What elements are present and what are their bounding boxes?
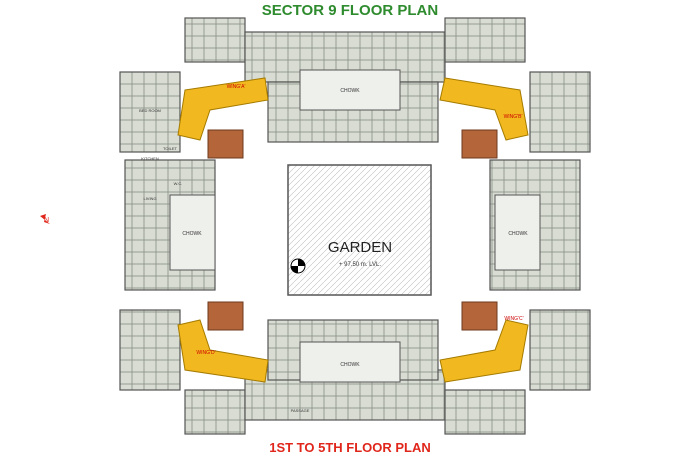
chowk-top [299, 69, 401, 111]
chowk-label-top: CHOWK [340, 88, 360, 94]
chowk-left [169, 194, 216, 271]
garden-level: + 97.50 m. LVL. [339, 262, 381, 268]
garden-label: GARDEN [328, 239, 392, 256]
wing-corridors [177, 77, 529, 383]
room-label-bed: BED ROOM [139, 108, 161, 113]
chowk-label-left: CHOWK [182, 231, 202, 237]
garden [287, 164, 432, 296]
page-subtitle: 1ST TO 5TH FLOOR PLAN [269, 440, 431, 455]
wing-d-label: WING'D' [196, 350, 215, 356]
chowk-label-right: CHOWK [508, 231, 528, 237]
wing-a-label: WING'A' [227, 84, 246, 90]
room-label-living: LIVING [143, 196, 156, 201]
right-block [489, 71, 591, 391]
chowk-label-bottom: CHOWK [340, 362, 360, 368]
top-block [184, 17, 526, 143]
svg-text:N: N [44, 217, 49, 224]
room-label-passage: PASSAGE [291, 408, 310, 413]
wing-b-label: WING'B' [504, 114, 523, 120]
page-title: SECTOR 9 FLOOR PLAN [261, 2, 439, 19]
room-label-wc: W.C. [174, 181, 183, 186]
chowk-bottom [299, 341, 401, 383]
north-arrow-icon: N [38, 208, 50, 224]
room-label-toilet: TOILET [163, 146, 177, 151]
bottom-block [184, 319, 526, 435]
wing-c-label: WING'C' [504, 316, 523, 322]
room-label-kitchen: KITCHEN [141, 156, 159, 161]
chowk-right [494, 194, 541, 271]
left-block [119, 71, 216, 391]
stairs [207, 129, 498, 331]
